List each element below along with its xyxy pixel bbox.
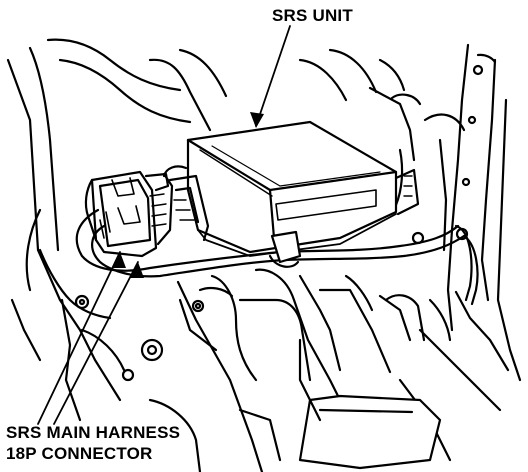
srs-harness-wiring: [75, 208, 479, 306]
unit-mounting-bracket: [162, 165, 210, 242]
srs-unit-label: SRS UNIT: [272, 6, 353, 25]
label-leader-lines: [37, 25, 291, 425]
right-body-frame: [384, 43, 522, 462]
upper-dash-structure: [148, 48, 466, 207]
harness-leader-2: [53, 261, 139, 425]
harness-arrowhead-1: [112, 252, 126, 268]
center-tunnel: [148, 268, 442, 472]
srs-unit-arrowhead: [250, 112, 264, 128]
harness-label-line2: 18P CONNECTOR: [6, 444, 153, 463]
srs-unit-box: [186, 120, 420, 257]
harness-connector-label: SRS MAIN HARNESS 18P CONNECTOR: [6, 422, 180, 464]
harness-arrowhead-2: [130, 262, 144, 278]
harness-label-line1: SRS MAIN HARNESS: [6, 423, 181, 442]
srs-unit-leader: [255, 25, 291, 127]
harness-leader-1: [37, 251, 121, 425]
harness-18p-connector: [84, 170, 174, 258]
